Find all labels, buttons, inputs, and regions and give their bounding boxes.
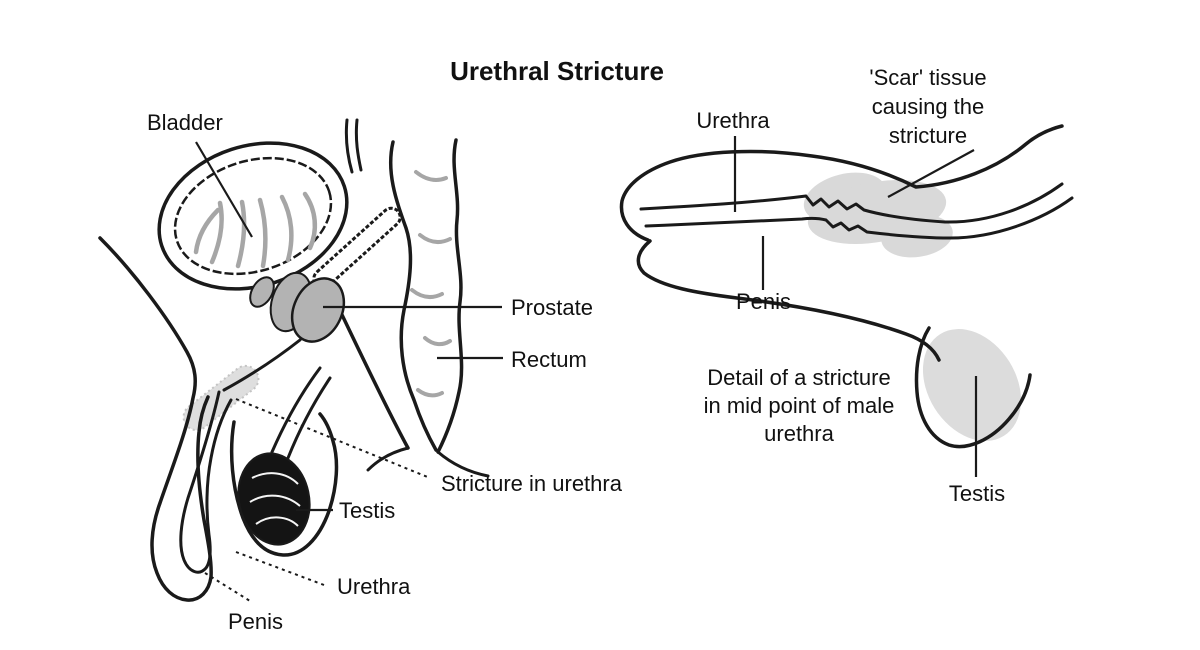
scrotum-outline [229, 412, 339, 557]
spermatic-cord-line [286, 376, 332, 460]
svg-text:urethra: urethra [764, 421, 834, 446]
scar-leader-line [887, 149, 975, 198]
rectum-squiggles [410, 170, 452, 398]
testis-label: Testis [339, 498, 395, 523]
stricture-label: Stricture in urethra [441, 471, 623, 496]
penis-inner-outline [179, 390, 233, 574]
ureter-line [354, 118, 363, 172]
left-diagram-sagittal-section: Bladder Prostate Rectum Stricture in ure… [98, 110, 623, 634]
urethra-label: Urethra [337, 574, 411, 599]
svg-text:in mid point of male: in mid point of male [704, 393, 895, 418]
scrotum-detail-outline [914, 326, 1032, 449]
detail-caption: Detail of a stricture in mid point of ma… [704, 365, 895, 446]
urethra-leader-line [235, 551, 325, 586]
body-outline [98, 236, 213, 602]
urethra-detail-label: Urethra [696, 108, 770, 133]
penis-detail-label: Penis [736, 289, 791, 314]
anal-canal-line [436, 450, 490, 478]
bladder-label: Bladder [147, 110, 223, 135]
penis-ventral-outline [636, 239, 941, 362]
posterior-urethra-line [222, 338, 302, 392]
anal-canal-line [366, 446, 410, 472]
testis-detail-shape [922, 329, 1022, 441]
svg-text:Detail of a stricture: Detail of a stricture [707, 365, 890, 390]
vas-deferens-shape [312, 206, 402, 290]
rectum-label: Rectum [511, 347, 587, 372]
penis-leader-line [204, 572, 251, 602]
urethra-upper-wall [639, 182, 1064, 224]
penis-dorsal-outline [619, 124, 1064, 242]
svg-text:'Scar' tissue: 'Scar' tissue [869, 65, 986, 90]
prostate-shape [249, 271, 346, 343]
urethra-lower-wall [644, 196, 1074, 240]
scar-tissue-label: 'Scar' tissue causing the stricture [869, 65, 986, 148]
penis-label: Penis [228, 609, 283, 634]
svg-text:causing the: causing the [872, 94, 985, 119]
bladder-leader-line [195, 141, 253, 238]
bladder-shape [157, 141, 349, 291]
ureter-line [344, 118, 354, 174]
page-title: Urethral Stricture [450, 56, 664, 86]
bladder-squiggles [193, 191, 318, 269]
testis-detail-label: Testis [949, 481, 1005, 506]
testis-scribble-shape [237, 452, 311, 546]
spermatic-cord-line [270, 366, 322, 454]
rectum-right-wall [436, 138, 464, 454]
rectum-left-wall [388, 140, 438, 452]
right-diagram-stricture-detail: Urethra 'Scar' tissue causing the strict… [619, 65, 1074, 506]
prostate-label: Prostate [511, 295, 593, 320]
svg-text:stricture: stricture [889, 123, 967, 148]
